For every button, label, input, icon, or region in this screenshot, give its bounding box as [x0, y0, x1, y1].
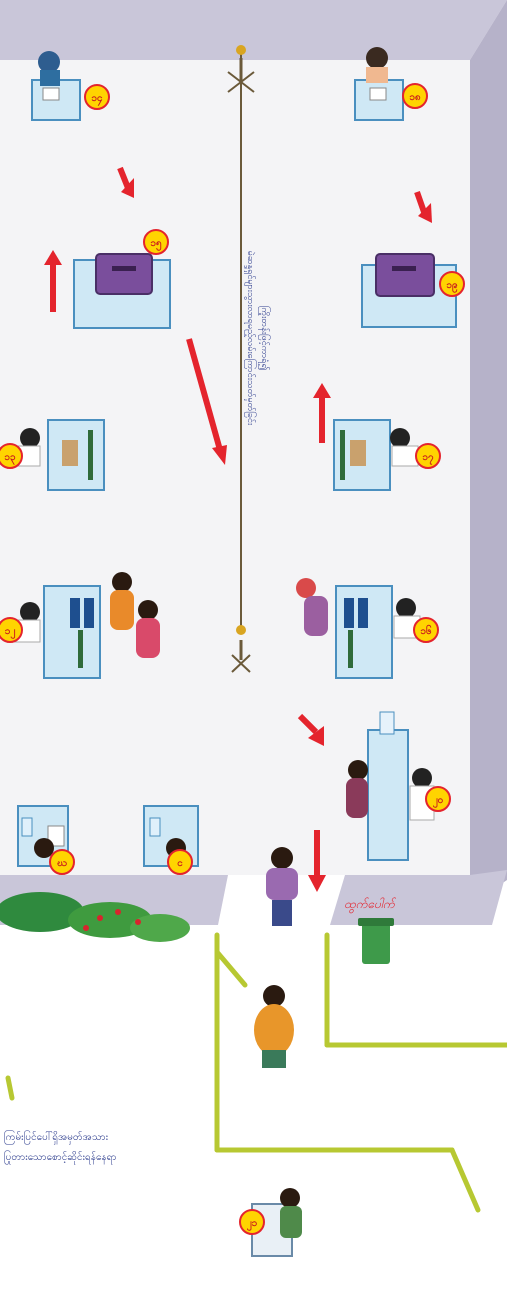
- info-text-line2: ပြုတားသောစောင့်ဆိုင်းရန်နေရာ: [4, 1149, 116, 1165]
- station-badge: ၁၇: [416, 444, 440, 468]
- desk-15-ballot-box: [74, 254, 170, 328]
- station-badge: ၁၈: [403, 84, 427, 108]
- station-badge: ၁၉: [440, 272, 464, 296]
- rope-label-line1: ကြိုးတန်းဖြင့်ကာရံ၍: [258, 306, 271, 370]
- station-badge: ၂၁: [240, 1210, 264, 1234]
- station-badge: ၁၄: [85, 85, 109, 109]
- station-badge: ၁၃: [0, 444, 22, 468]
- station-badge: ၁၆: [414, 618, 438, 642]
- top-wall: [0, 0, 507, 60]
- bamboo-fence: [8, 935, 507, 1210]
- station-badge: ၁၅: [144, 230, 168, 254]
- info-text-line1: ကြမ်းပြင်ပေါ်ရှိအမှတ်အသား: [4, 1129, 109, 1145]
- station-badge: ဃ: [50, 850, 74, 874]
- right-wall: [470, 0, 507, 905]
- station-badge: င: [168, 850, 192, 874]
- voter-walking: [254, 985, 294, 1068]
- station-badge-label: ၁၈: [409, 92, 420, 103]
- outside-area: [0, 892, 507, 1256]
- trash-bin-icon: [358, 918, 394, 964]
- station-badge-label: ၁၆: [420, 624, 432, 637]
- station-badge: ၂၀: [426, 787, 450, 811]
- station-badge-label: င: [177, 858, 183, 869]
- station-badge-label: ဃ: [57, 858, 67, 869]
- station-badge: ၁၂: [0, 618, 22, 642]
- rope-label-line2: မဲဆန္ဒရှင်များသွားလာရမည့်လမ်းကြောင်းသတ်မ…: [244, 251, 257, 426]
